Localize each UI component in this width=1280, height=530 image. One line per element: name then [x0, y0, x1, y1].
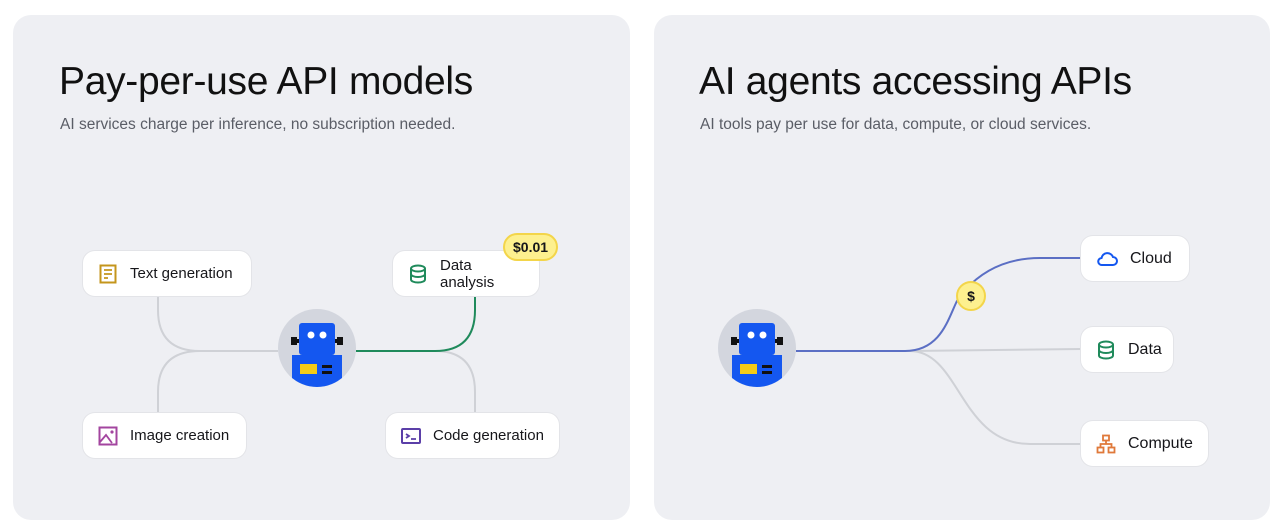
node-label: Text generation: [130, 265, 233, 282]
robot-avatar: [278, 309, 356, 387]
node-image-creation[interactable]: Image creation: [83, 413, 246, 458]
node-data[interactable]: Data: [1081, 327, 1173, 372]
node-label: Image creation: [130, 427, 230, 444]
hierarchy-icon: [1096, 434, 1116, 453]
robot-avatar: [718, 309, 796, 387]
coin-dollar: $: [956, 281, 986, 311]
node-cloud[interactable]: Cloud: [1081, 236, 1189, 281]
node-data-analysis[interactable]: Data analysis: [393, 251, 539, 296]
node-label: Data: [1128, 340, 1162, 358]
left-subtitle: AI services charge per inference, no sub…: [60, 116, 456, 133]
node-label: Code generation: [433, 427, 544, 444]
node-compute[interactable]: Compute: [1081, 421, 1208, 466]
database-icon: [1098, 340, 1114, 360]
document-icon: [99, 264, 117, 283]
right-title: AI agents accessing APIs: [699, 60, 1132, 103]
node-label: Compute: [1128, 434, 1193, 452]
line-text: [157, 296, 278, 352]
left-title: Pay-per-use API models: [59, 60, 473, 103]
cloud-icon: [1097, 251, 1118, 266]
robot-icon: [731, 323, 783, 387]
line-compute: [909, 350, 1081, 445]
terminal-icon: [401, 427, 421, 444]
price-badge: $0.01: [503, 233, 559, 261]
node-label: Data analysis: [440, 256, 495, 291]
right-subtitle: AI tools pay per use for data, compute, …: [700, 116, 1092, 133]
node-code-generation[interactable]: Code generation: [386, 413, 559, 458]
line-cloud: [796, 257, 1081, 352]
database-icon: [410, 264, 426, 284]
image-icon: [98, 426, 118, 445]
line-code: [356, 350, 476, 413]
line-data: [356, 296, 476, 352]
robot-icon: [291, 323, 343, 387]
node-text-generation[interactable]: Text generation: [83, 251, 251, 296]
line-image: [157, 350, 278, 413]
node-label: Cloud: [1130, 249, 1172, 267]
